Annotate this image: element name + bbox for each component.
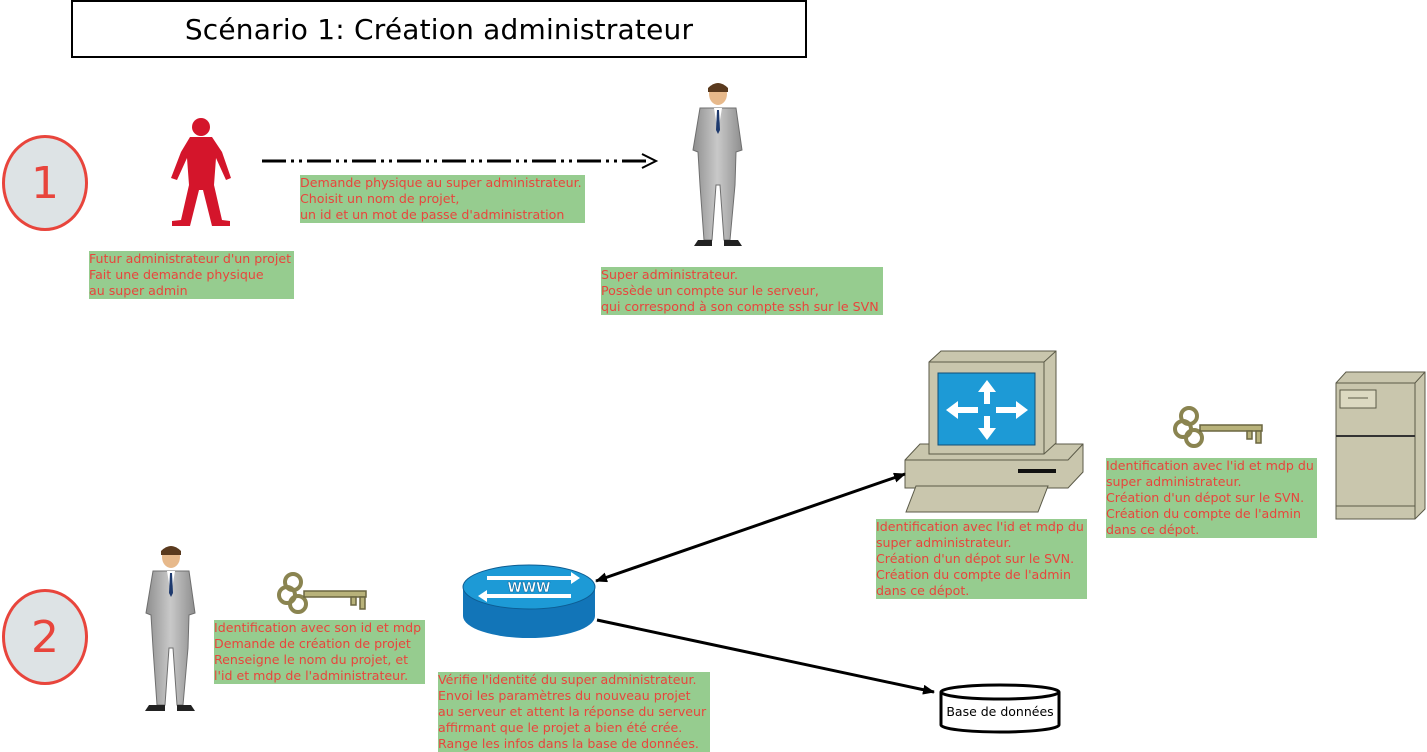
step-1-circle: 1 [2, 135, 88, 231]
user-key-icon [277, 572, 367, 614]
user-identification-note: Identification avec son id et mdp Demand… [214, 620, 425, 684]
router-database-connector [596, 618, 935, 695]
super-admin-person-icon [692, 83, 743, 246]
future-admin-note: Futur administrateur d'un projet Fait un… [89, 251, 294, 299]
database-label: Base de données [946, 704, 1053, 719]
server-identification-note: Identification avec l'id et mdp du super… [1106, 458, 1317, 538]
router-label: WWW [507, 581, 550, 596]
physical-request-note: Demande physique au super administrateur… [300, 175, 585, 223]
router-computer-connector [595, 472, 906, 583]
computer-identification-note: Identification avec l'id et mdp du super… [876, 519, 1087, 599]
database-icon: Base de données [939, 683, 1061, 734]
router-verification-note: Vérifie l'identité du super administrate… [438, 672, 710, 752]
super-admin-note: Super administrateur. Possède un compte … [601, 267, 883, 315]
svn-server-icon [1335, 371, 1426, 520]
step-2-circle: 2 [2, 589, 88, 685]
admin-computer-icon [904, 350, 1084, 513]
future-admin-person-icon [171, 118, 231, 226]
user-person-icon [145, 546, 196, 711]
www-router-icon: WWW [462, 564, 596, 638]
server-key-icon [1173, 406, 1263, 448]
physical-request-arrow [262, 153, 659, 169]
diagram-title: Scénario 1: Création administrateur [71, 0, 807, 58]
